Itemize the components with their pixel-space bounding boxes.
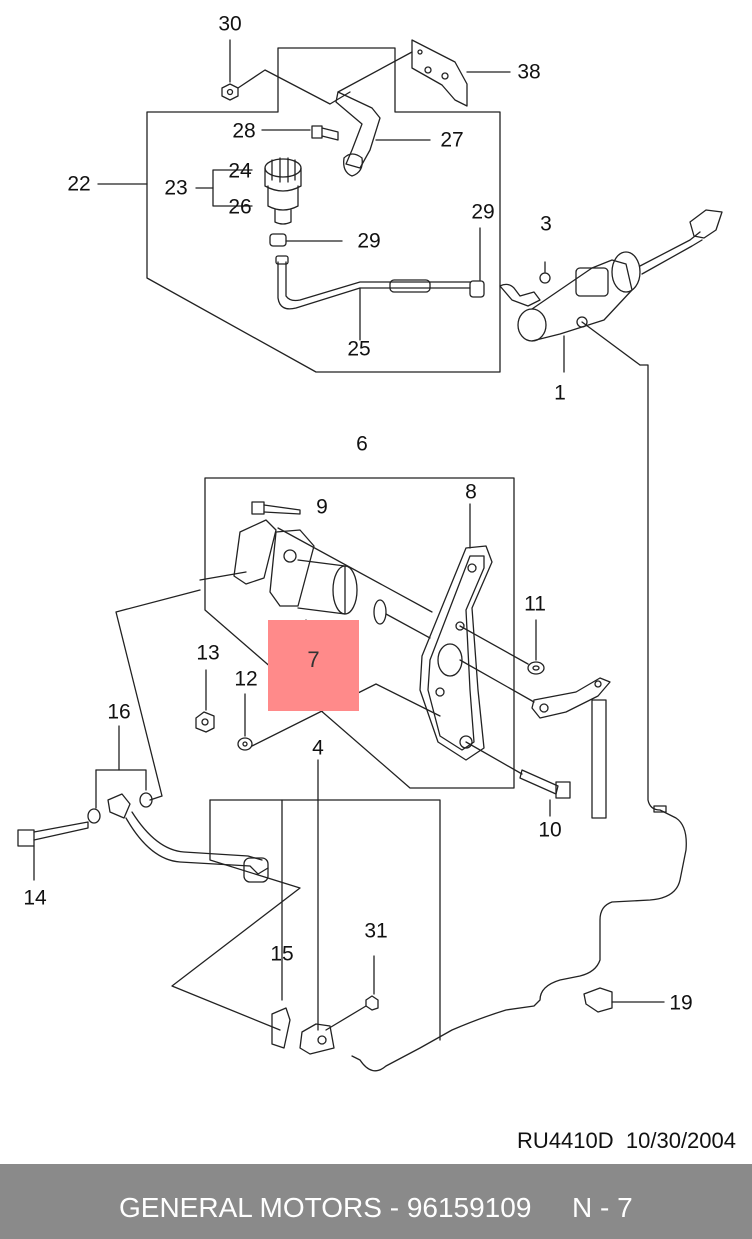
callout-11: 11 (524, 592, 546, 616)
callout-27: 27 (440, 128, 464, 152)
callout-15: 15 (270, 942, 294, 966)
callout-14: 14 (23, 886, 47, 910)
callout-31: 31 (364, 919, 388, 943)
clamp-part-29-upper (269, 233, 343, 247)
callout-9: 9 (316, 495, 328, 519)
hydraulic-pipe (351, 364, 687, 1072)
bolt-part-10 (465, 741, 571, 817)
master-cylinder-part-1 (499, 209, 723, 373)
leader-16-frame (115, 589, 201, 801)
slave-cylinder-part-7 (233, 519, 433, 651)
drawing-id: RU4410D (517, 1128, 614, 1153)
release-fork (459, 659, 611, 819)
nut-part-13 (195, 669, 215, 733)
callout-23: 23 (164, 176, 188, 200)
callout-25: 25 (347, 337, 371, 361)
callout-22: 22 (67, 172, 91, 196)
callout-19: 19 (669, 991, 693, 1015)
callout-8: 8 (465, 480, 477, 504)
group-outline-slave-cylinder (204, 477, 515, 789)
callout-38: 38 (517, 60, 541, 84)
group-outline-reservoir (146, 47, 501, 373)
highlight-part-7 (268, 620, 359, 711)
clamp-part-29-right (469, 227, 485, 298)
callout-3: 3 (540, 212, 552, 236)
bolt-part-9 (251, 501, 301, 515)
leader-30-bracket (237, 69, 351, 105)
footer-page-number: N - 7 (572, 1192, 633, 1223)
callout-24: 24 (228, 159, 252, 183)
callout-26: 26 (228, 195, 252, 219)
drawing-id-date: RU4410D 10/30/2004 (517, 1128, 736, 1154)
group-outline-lines (209, 799, 441, 1041)
callout-4: 4 (312, 736, 324, 760)
callout-29-right: 29 (471, 200, 495, 224)
leader-23b (212, 187, 253, 207)
hose-part-25 (275, 255, 471, 341)
exploded-parts-diagram (17, 39, 723, 1072)
leader-group-6-left (199, 571, 247, 581)
callout-12: 12 (234, 667, 258, 691)
nut-part-31 (365, 955, 379, 1011)
hose-part-16 (87, 792, 269, 883)
bolt-part-28 (261, 125, 339, 141)
callout-30: 30 (218, 12, 242, 36)
drawing-date: 10/30/2004 (625, 1128, 736, 1153)
callout-16: 16 (107, 700, 131, 724)
callout-1: 1 (554, 381, 566, 405)
bracket-part-27 (335, 51, 431, 177)
leader-16b (95, 769, 147, 791)
clip-part-19 (583, 987, 665, 1013)
callout-6: 6 (356, 432, 368, 456)
clip-part-15 (271, 1007, 291, 1049)
callout-7: 7 (307, 647, 320, 672)
footer-bar: GENERAL MOTORS - 96159109 N - 7 (0, 1164, 752, 1239)
callout-10: 10 (538, 818, 562, 842)
callout-28: 28 (232, 119, 256, 143)
plate-part-8 (419, 503, 493, 761)
reservoir-part-23 (264, 157, 302, 225)
nut-part-30 (221, 39, 239, 101)
footer-part-number: GENERAL MOTORS - 96159109 (119, 1192, 532, 1223)
washer-part-11 (459, 619, 545, 675)
callout-29-upper: 29 (357, 229, 381, 253)
leader-23 (195, 169, 253, 189)
bolt-part-14 (17, 821, 89, 881)
callout-13: 13 (196, 641, 220, 665)
plate-part-38 (411, 39, 511, 107)
bracket-part-4 (299, 1005, 367, 1055)
